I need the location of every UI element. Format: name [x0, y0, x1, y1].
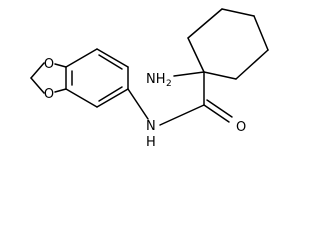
- bond-ring-a: [187, 37, 205, 73]
- bond-c7-c6: [96, 48, 129, 68]
- bond-o1-ch2: [30, 62, 45, 79]
- bond-o1-c7a: [54, 63, 67, 68]
- carbonyl-double-bond-b: [206, 99, 233, 118]
- atom-label-amino-subscript: 2: [166, 79, 172, 89]
- atom-label-nitrogen: N: [146, 119, 156, 134]
- double-bond-inner-bottom: [98, 86, 123, 102]
- bond-o2-c3a: [54, 88, 67, 93]
- amide-linkage: [127, 88, 233, 126]
- molecule-drawing: O O N H NH 2 O: [30, 8, 269, 150]
- bond-nitrogen-carbonyl: [159, 104, 205, 126]
- bond-ring-d: [253, 15, 269, 51]
- bond-c7a-c7: [65, 48, 98, 68]
- bond-c4-c3a: [65, 88, 98, 108]
- bond-ring-c: [221, 8, 255, 17]
- carbonyl-double-bond-a: [203, 104, 230, 123]
- atom-label-amino-nh: NH: [146, 72, 166, 87]
- double-bond-inner-top: [98, 54, 123, 70]
- bond-ch2-o2: [30, 77, 45, 94]
- bond-quaternary-amine: [173, 71, 205, 77]
- structure-canvas: O O N H NH 2 O: [30, 8, 269, 150]
- bond-c5-c4: [96, 88, 129, 108]
- bond-ring-nitrogen: [127, 88, 149, 120]
- cyclohexane-ring: [173, 8, 269, 106]
- dioxole-ring: [30, 62, 67, 94]
- atom-label-oxygen-upper: O: [44, 57, 54, 72]
- bond-ring-b: [187, 8, 223, 39]
- atom-label-carbonyl-oxygen: O: [236, 120, 246, 135]
- benzene-ring: [65, 48, 129, 108]
- bond-ring-e: [235, 49, 269, 80]
- atom-label-oxygen-lower: O: [44, 87, 54, 102]
- bond-ring-f: [203, 71, 237, 80]
- atom-label-hydrogen: H: [146, 135, 156, 150]
